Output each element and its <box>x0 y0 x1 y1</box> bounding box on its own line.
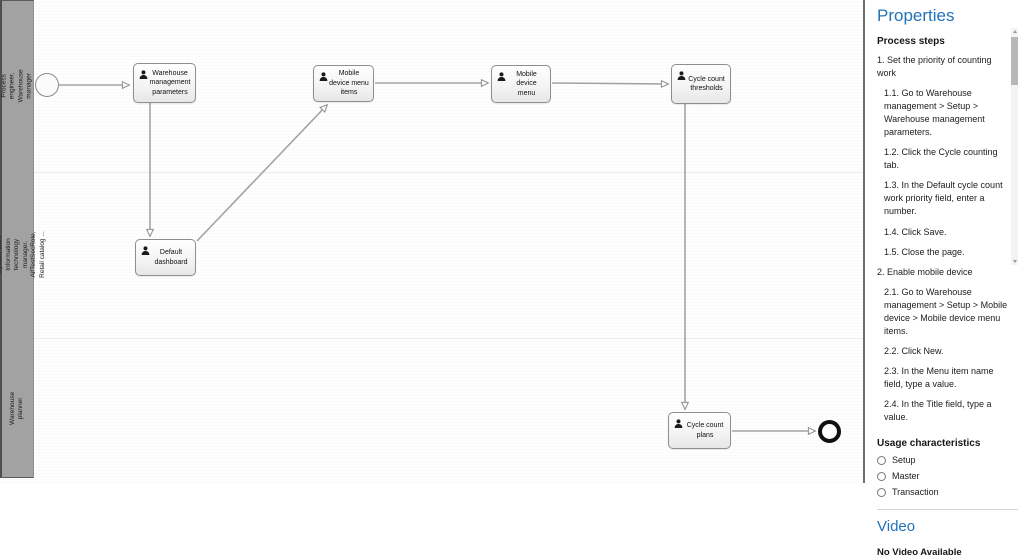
node-cycle-count-plans[interactable]: Cycle count plans <box>668 412 731 449</box>
swimlane-header-bar <box>0 0 34 478</box>
node-label: Mobile device menu <box>516 70 537 97</box>
node-warehouse-management-parameters[interactable]: Warehouse management parameters <box>133 63 196 103</box>
radio-master[interactable]: Master <box>877 471 1010 481</box>
process-step: 2.1. Go to Warehouse management > Setup … <box>884 286 1008 336</box>
radio-label: Master <box>892 471 920 482</box>
process-step: 1.3. In the Default cycle count work pri… <box>884 180 1003 217</box>
node-label: Mobile device menu items <box>329 70 369 97</box>
end-event-circle[interactable] <box>818 420 841 443</box>
panel-title: Properties <box>877 6 955 25</box>
node-cycle-count-thresholds[interactable]: Cycle count thresholds <box>671 64 731 104</box>
lane-divider <box>34 338 863 339</box>
video-heading: Video <box>877 518 916 536</box>
properties-panel: Properties Process steps 1. Set the prio… <box>863 0 1024 558</box>
radio-circle-icon[interactable] <box>877 487 886 497</box>
process-step: 2. Enable mobile device <box>877 266 973 277</box>
process-step: 1.1. Go to Warehouse management > Setup … <box>884 88 985 138</box>
node-mobile-device-menu[interactable]: Mobile device menu <box>491 65 551 103</box>
usage-characteristics-heading: Usage characteristics <box>877 438 981 450</box>
scroll-down-icon[interactable] <box>1012 260 1017 263</box>
lane-label: Process engineer, Warehouse manager <box>0 69 33 103</box>
person-icon <box>497 72 506 81</box>
person-icon <box>319 72 328 81</box>
process-step: 1. Set the priority of counting work <box>877 55 992 79</box>
radio-label: Transaction <box>892 487 939 498</box>
node-label: Warehouse management parameters <box>149 69 191 96</box>
lane-test-essentials-role: TestEssentialsRole, System user, Informa… <box>0 172 46 338</box>
process-diagram-canvas: Process engineer, Warehouse manager Test… <box>0 0 863 483</box>
radio-circle-icon[interactable] <box>877 471 886 481</box>
person-icon <box>677 71 686 80</box>
node-default-dashboard[interactable]: Default dashboard <box>135 239 196 276</box>
section-divider <box>877 509 1018 511</box>
radio-circle-icon[interactable] <box>877 455 886 465</box>
lane-process-engineer: Process engineer, Warehouse manager <box>0 0 33 172</box>
process-step: 2.4. In the Title field, type a value. <box>884 398 992 423</box>
lane-label: TestEssentialsRole, System user, Informa… <box>0 231 46 279</box>
person-icon <box>139 70 148 79</box>
node-mobile-device-menu-items[interactable]: Mobile device menu items <box>313 65 374 102</box>
process-step: 1.4. Click Save. <box>884 226 947 237</box>
flow-connectors <box>59 78 817 436</box>
person-icon <box>141 246 150 255</box>
node-label: Default dashboard <box>154 249 188 266</box>
lane-divider <box>34 172 863 173</box>
process-steps-heading: Process steps <box>877 36 945 47</box>
radio-transaction[interactable]: Transaction <box>877 487 1010 497</box>
connector-default-dashboard-to-mobile-menu-items <box>196 103 329 242</box>
lane-warehouse-planner: Warehouse planner <box>2 338 33 478</box>
radio-label: Setup <box>892 455 916 466</box>
connector-device-menu-to-thresholds <box>551 79 670 89</box>
process-step: 1.2. Click the Cycle counting tab. <box>884 147 998 171</box>
node-label: Cycle count thresholds <box>688 75 725 92</box>
process-step: 2.2. Click New. <box>884 345 944 356</box>
process-step: 1.5. Close the page. <box>884 246 965 257</box>
process-step: 2.3. In the Menu item name field, type a… <box>884 365 994 389</box>
radio-setup[interactable]: Setup <box>877 455 1010 465</box>
lane-label: Warehouse planner <box>9 391 25 425</box>
scrollbar-thumb[interactable] <box>1011 37 1018 85</box>
no-video-status: No Video Available <box>877 547 962 558</box>
person-icon <box>674 419 683 428</box>
process-steps-scrollbar[interactable] <box>1011 28 1018 265</box>
process-steps-list[interactable]: 1. Set the priority of counting work 1.1… <box>877 54 1009 424</box>
scroll-up-icon[interactable] <box>1012 30 1017 33</box>
start-event-circle[interactable] <box>35 73 59 97</box>
node-label: Cycle count plans <box>686 422 724 439</box>
